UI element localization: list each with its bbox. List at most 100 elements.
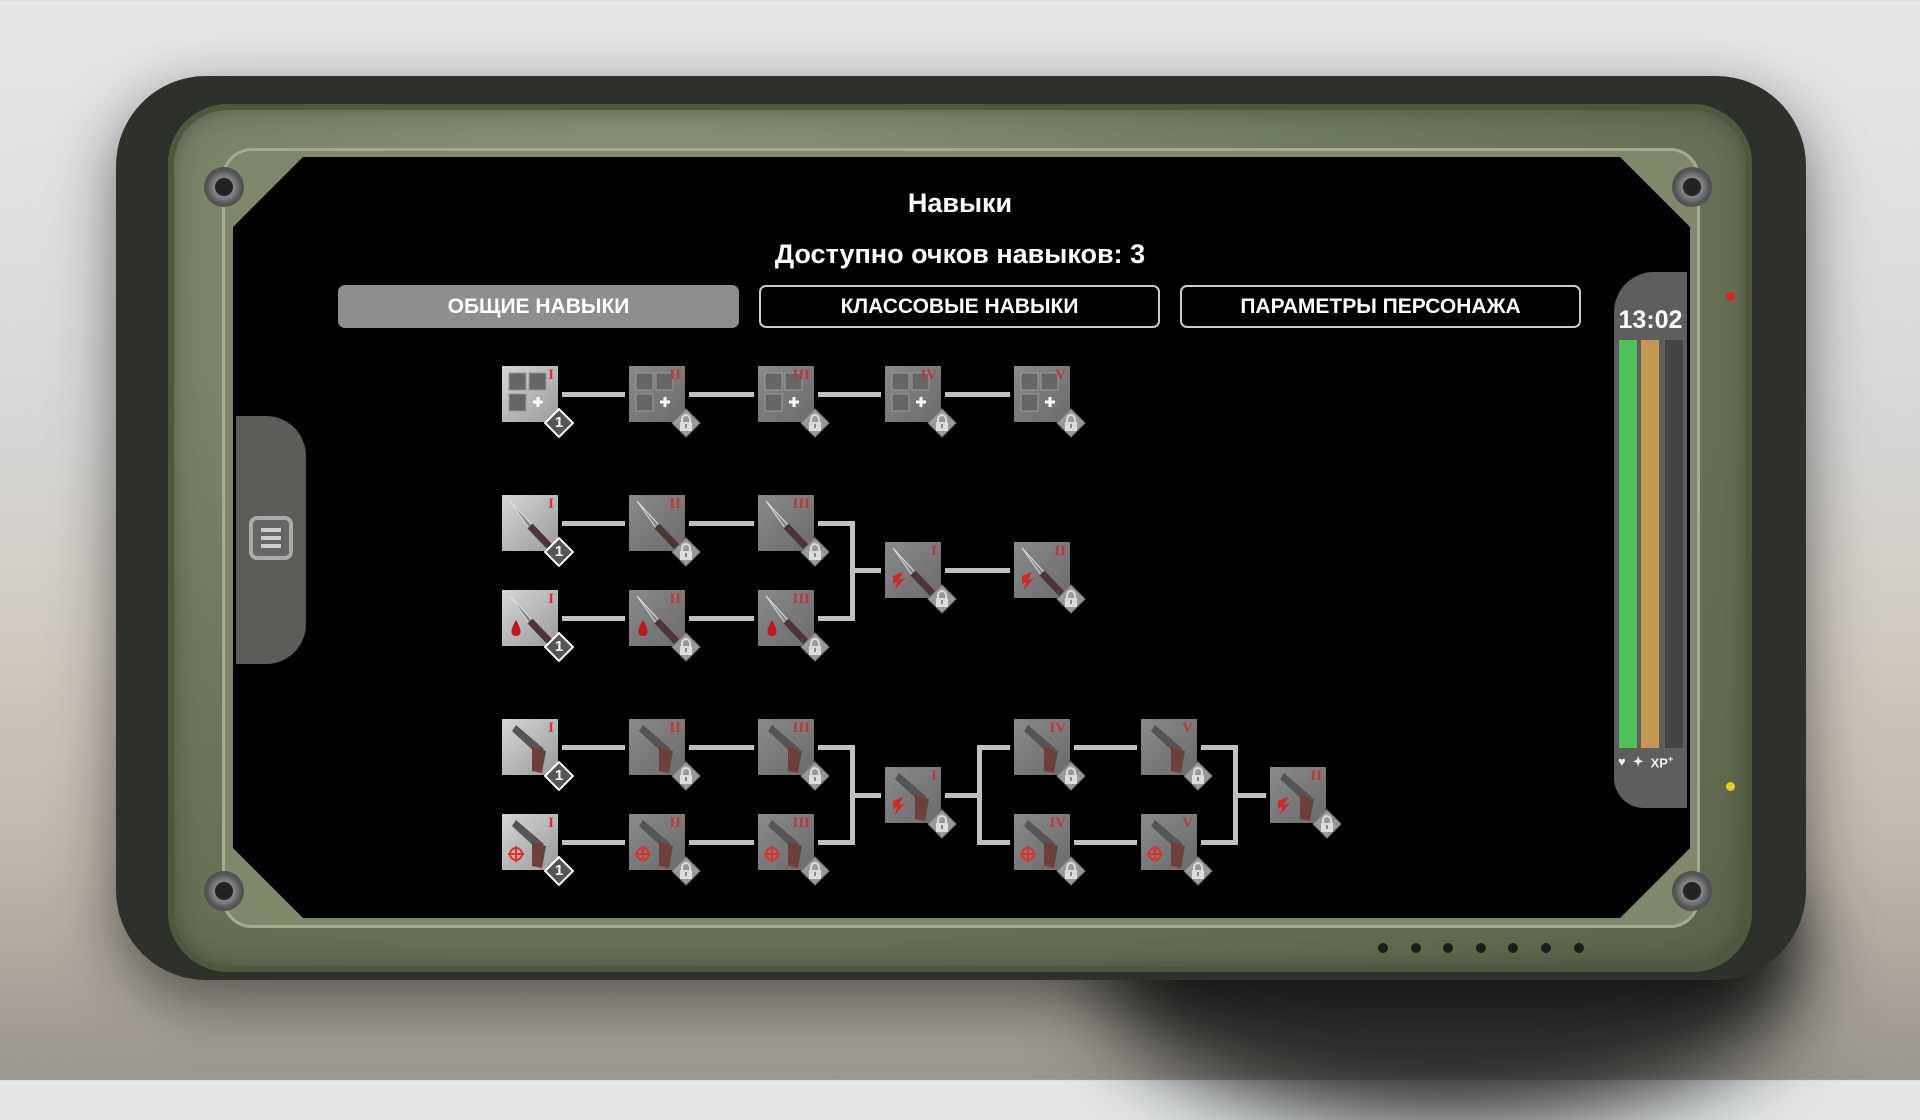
skill-node-knife-crit-1[interactable]: I xyxy=(885,542,957,614)
tree-connector xyxy=(850,568,881,573)
tree-connector xyxy=(977,840,1010,845)
lock-icon xyxy=(927,809,957,839)
skill-node-knife-3[interactable]: III xyxy=(758,495,830,567)
lock-icon xyxy=(800,761,830,791)
screw-icon xyxy=(1672,167,1712,207)
skill-rank: V xyxy=(1182,720,1193,736)
skill-level-badge: 1 xyxy=(544,537,574,567)
screw-icon xyxy=(204,871,244,911)
skill-node-pistol-crit-1[interactable]: I xyxy=(885,767,957,839)
skill-node-inv-3[interactable]: III xyxy=(758,366,830,438)
skill-level-badge: 1 xyxy=(544,632,574,662)
skill-level: 1 xyxy=(554,543,564,560)
tree-connector xyxy=(1074,745,1137,750)
tree-connector xyxy=(689,745,754,750)
led-yellow xyxy=(1726,782,1735,791)
skill-rank: II xyxy=(1054,543,1066,559)
skill-rank: V xyxy=(1182,815,1193,831)
skill-node-knife-bleed-2[interactable]: II xyxy=(629,590,701,662)
skill-node-knife-crit-2[interactable]: II xyxy=(1014,542,1086,614)
speaker-dot xyxy=(1541,943,1551,953)
tree-connector xyxy=(1074,840,1137,845)
skill-rank: I xyxy=(548,496,554,512)
skill-node-pistol-4[interactable]: IV xyxy=(1014,719,1086,791)
skill-node-knife-2[interactable]: II xyxy=(629,495,701,567)
tree-connector xyxy=(945,568,1010,573)
skill-rank: I xyxy=(548,720,554,736)
skill-rank: I xyxy=(931,543,937,559)
tree-connector xyxy=(1201,840,1233,845)
tree-connector xyxy=(689,840,754,845)
skill-rank: II xyxy=(669,496,681,512)
skill-node-inv-5[interactable]: V xyxy=(1014,366,1086,438)
skill-node-pistol-aim-4[interactable]: IV xyxy=(1014,814,1086,886)
tree-connector xyxy=(1201,745,1233,750)
speaker-dot xyxy=(1475,943,1486,953)
health-bar xyxy=(1619,340,1637,748)
lock-icon xyxy=(671,856,701,886)
tree-connector xyxy=(562,616,625,621)
running-icon: ✦ xyxy=(1632,754,1644,769)
skill-node-pistol-5[interactable]: V xyxy=(1141,719,1213,791)
tree-connector xyxy=(689,392,754,397)
heart-icon: ♥ xyxy=(1618,754,1626,769)
xp-label: XP xyxy=(1650,755,1668,771)
skill-rank: II xyxy=(1310,768,1322,784)
xp-sup: + xyxy=(1667,754,1674,764)
speaker-dot xyxy=(1378,943,1388,953)
skill-points-value: 3 xyxy=(1130,239,1146,269)
skill-rank: III xyxy=(792,720,810,736)
skill-rank: II xyxy=(669,591,681,607)
tree-connector xyxy=(562,392,625,397)
skill-rank: III xyxy=(792,496,810,512)
skill-rank: IV xyxy=(1049,720,1066,736)
lock-icon xyxy=(671,761,701,791)
skill-node-pistol-aim-3[interactable]: III xyxy=(758,814,830,886)
skill-node-pistol-2[interactable]: II xyxy=(629,719,701,791)
tab-general-skills[interactable]: ОБЩИЕ НАВЫКИ xyxy=(338,285,739,328)
lock-icon xyxy=(671,537,701,567)
skill-node-pistol-aim-2[interactable]: II xyxy=(629,814,701,886)
skill-level: 1 xyxy=(554,767,564,784)
lock-icon xyxy=(800,632,830,662)
screen xyxy=(233,157,1690,918)
speaker-dot xyxy=(1508,943,1519,953)
lock-icon xyxy=(1056,584,1086,614)
skill-level-badge: 1 xyxy=(544,856,574,886)
skill-points-label: Доступно очков навыков: xyxy=(774,239,1123,269)
skill-level-badge: 1 xyxy=(544,408,574,438)
skill-node-knife-bleed-3[interactable]: III xyxy=(758,590,830,662)
lock-icon xyxy=(1312,809,1342,839)
skill-points: Доступно очков навыков: 3 xyxy=(0,239,1920,270)
skill-node-inv-2[interactable]: II xyxy=(629,366,701,438)
menu-icon[interactable] xyxy=(249,516,293,560)
tree-connector xyxy=(689,521,754,526)
skill-rank: II xyxy=(669,815,681,831)
lock-icon xyxy=(800,856,830,886)
skill-node-pistol-crit-2[interactable]: II xyxy=(1270,767,1342,839)
tab-character-params[interactable]: ПАРАМЕТРЫ ПЕРСОНАЖА xyxy=(1180,285,1581,328)
skill-node-pistol-aim-5[interactable]: V xyxy=(1141,814,1213,886)
tree-connector xyxy=(818,521,850,526)
health-fill xyxy=(1619,340,1637,748)
clock: 13:02 xyxy=(1618,306,1683,334)
skill-rank: I xyxy=(548,815,554,831)
tab-class-skills[interactable]: КЛАССОВЫЕ НАВЫКИ xyxy=(759,285,1160,328)
skill-node-inv-4[interactable]: IV xyxy=(885,366,957,438)
lock-icon xyxy=(671,408,701,438)
lock-icon xyxy=(1056,761,1086,791)
lock-icon xyxy=(1056,856,1086,886)
skill-rank: IV xyxy=(1049,815,1066,831)
led-red xyxy=(1726,292,1735,301)
tree-connector xyxy=(818,392,881,397)
skill-node-pistol-3[interactable]: III xyxy=(758,719,830,791)
lock-icon xyxy=(927,408,957,438)
tree-connector xyxy=(818,745,850,750)
screw-icon xyxy=(1672,871,1712,911)
skill-level: 1 xyxy=(554,414,564,431)
